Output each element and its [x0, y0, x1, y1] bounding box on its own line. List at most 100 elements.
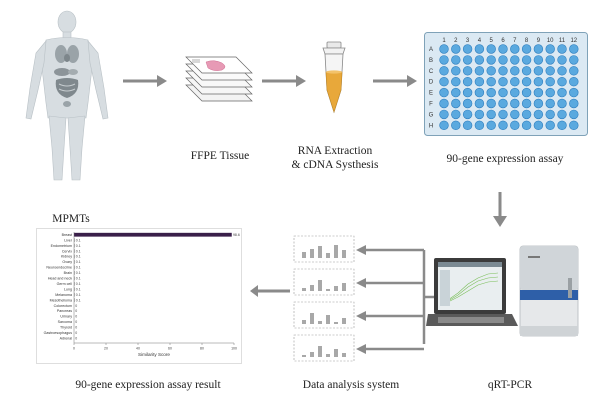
plate-well — [521, 120, 532, 131]
chart-value-label: 0 — [75, 326, 77, 330]
chart-bar — [74, 238, 75, 243]
chart-value-label: 98.6 — [233, 233, 240, 237]
analysis-panel — [293, 334, 355, 362]
plate-row-label: G — [429, 112, 434, 118]
plate-well — [486, 55, 496, 65]
chart-x-tick-label: 80 — [200, 347, 204, 351]
chart-value-label: 0.1 — [76, 282, 81, 286]
chart-value-label: 0.1 — [76, 271, 81, 275]
chart-bar — [74, 243, 75, 248]
plate-well — [486, 44, 496, 54]
plate-well — [533, 44, 544, 54]
analysis-bar — [342, 283, 346, 291]
laptop-icon — [426, 258, 518, 326]
plate-well — [533, 55, 544, 65]
analysis-bar — [326, 289, 330, 291]
plate-well — [510, 109, 520, 120]
analysis-panel — [293, 301, 355, 329]
plate-row-label: C — [429, 69, 434, 75]
plate-well — [533, 66, 544, 76]
plate-well — [474, 44, 485, 54]
plate-well — [462, 87, 473, 98]
chart-category-label: Colorectum — [54, 304, 72, 308]
organs-icon — [54, 45, 79, 107]
plate-well — [439, 109, 449, 120]
plate-well — [486, 76, 496, 87]
plate-well — [474, 87, 485, 98]
analysis-bar — [302, 320, 306, 324]
plate-well — [557, 87, 567, 98]
plate-well — [498, 44, 508, 54]
plate-column-label: 6 — [501, 38, 505, 44]
plate-well — [474, 120, 485, 131]
assay-label: 90-gene expression assay — [446, 153, 564, 165]
plate-well — [521, 55, 532, 65]
plate-well — [451, 55, 461, 65]
analysis-bar — [342, 318, 346, 324]
chart-value-label: 0 — [75, 304, 77, 308]
plate-well — [439, 44, 449, 54]
plate-well — [533, 76, 544, 87]
chart-value-label: 0 — [75, 320, 77, 324]
plate-well — [462, 98, 473, 109]
plate-well — [498, 55, 508, 65]
chart-category-label: Pancreas — [57, 309, 72, 313]
chart-bar — [74, 254, 75, 259]
analysis-bar — [310, 285, 314, 291]
arrowhead-icon — [356, 344, 366, 354]
chart-category-label: Sarcoma — [58, 320, 72, 324]
chart-x-tick-label: 100 — [231, 347, 237, 351]
analysis-bar — [302, 355, 306, 357]
plate-well — [545, 76, 555, 87]
plate-well — [498, 120, 508, 131]
chart-category-label: Endometrium — [51, 244, 72, 248]
chart-value-label: 0.1 — [76, 293, 81, 297]
plate-well — [498, 76, 508, 87]
plate-well — [462, 44, 473, 54]
chart-category-label: Adrenal — [60, 336, 73, 340]
plate-well — [557, 55, 567, 65]
plate-well — [486, 66, 496, 76]
plate-well — [462, 55, 473, 65]
analysis-bar — [302, 252, 306, 258]
plate-column-label: 10 — [547, 38, 554, 44]
chart-value-label: 0.1 — [76, 260, 81, 264]
analysis-bar — [334, 349, 338, 357]
plate-well — [521, 98, 532, 109]
plate-well — [462, 109, 473, 120]
analysis-bar — [318, 280, 322, 291]
chart-category-label: Lung — [64, 287, 72, 291]
arrowhead-icon — [356, 245, 366, 255]
analysis-bar — [310, 352, 314, 357]
pcr-machine-icon — [519, 245, 579, 337]
chart-category-label: Ovary — [62, 260, 72, 264]
arrow-right-icon — [262, 75, 306, 87]
plate-well — [462, 76, 473, 87]
analysis-bar — [302, 288, 306, 291]
chart-category-label: Thyroid — [60, 326, 72, 330]
result-bar-chart: BreastLiverEndometriumCervixKidneyOvaryN… — [36, 228, 242, 364]
arrow-right-icon — [123, 75, 167, 87]
plate-well — [521, 66, 532, 76]
plate-well — [533, 98, 544, 109]
plate-row-label: F — [429, 102, 433, 108]
data-analysis-label: Data analysis system — [302, 379, 400, 391]
chart-bar — [74, 260, 75, 264]
chart-category-label: Germ cell — [57, 282, 73, 286]
plate-well — [486, 109, 496, 120]
chart-bar — [74, 276, 75, 281]
plate-well — [569, 87, 579, 98]
plate-well — [557, 120, 567, 131]
analysis-bar — [310, 249, 314, 258]
plate-well — [533, 87, 544, 98]
analysis-bar — [310, 313, 314, 324]
plate-well — [545, 44, 555, 54]
ffpe-slides-illustration — [185, 56, 253, 102]
result-label: 90-gene expression assay result — [75, 379, 221, 391]
plate-well — [545, 55, 555, 65]
plate-well — [510, 55, 520, 65]
chart-value-label: 0.1 — [76, 277, 81, 281]
plate-row-label: A — [429, 47, 433, 53]
qrt-pcr-instruments — [426, 245, 579, 337]
plate-column-label: 7 — [513, 38, 517, 44]
